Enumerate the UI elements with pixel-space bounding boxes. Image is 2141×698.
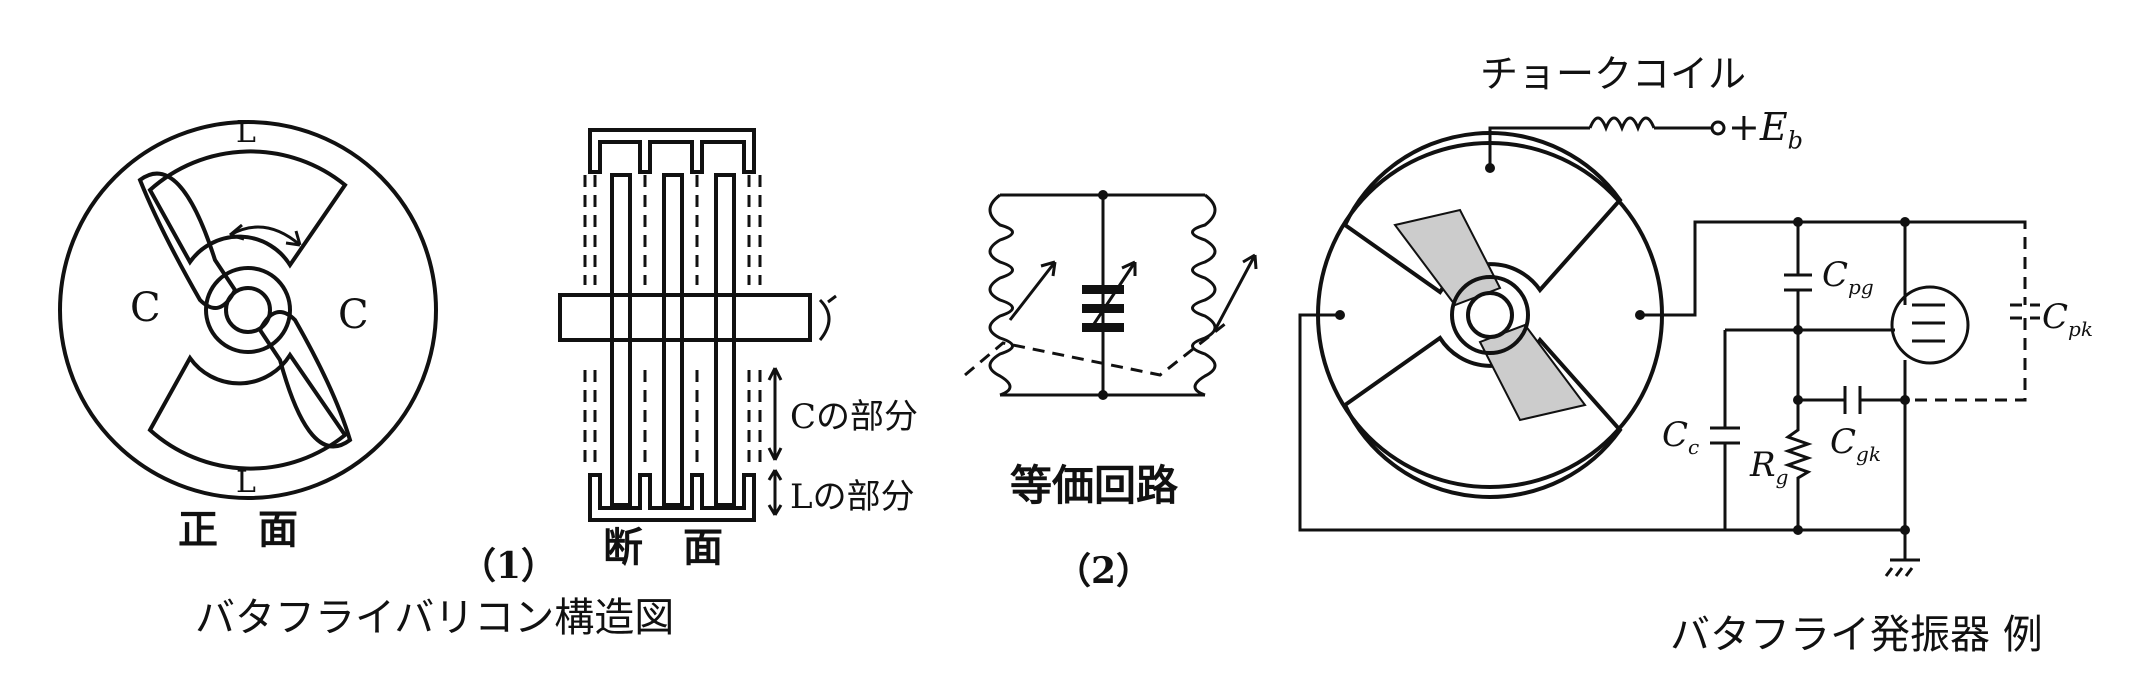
fig2-caption: 等価回路	[1010, 461, 1179, 510]
c-part-label: Cの部分	[790, 397, 919, 437]
front-label-bottom-l: L	[236, 465, 256, 500]
front-label-top-l: L	[236, 115, 256, 150]
choke-coil-label: チョークコイル	[1480, 52, 1747, 96]
rg-label: Rg	[1750, 445, 1789, 489]
oscillator-disk	[1316, 141, 1664, 489]
cgk-label: Cgk	[1830, 422, 1881, 466]
rotation-arrow	[229, 225, 301, 247]
l-part-label: Lの部分	[790, 477, 915, 517]
stator-bottom	[147, 351, 348, 471]
butterfly-cross-section	[558, 128, 837, 522]
front-view-caption: 正 面	[178, 506, 298, 553]
eb-label: +Eb	[1728, 105, 1803, 155]
cpg-label: Cpg	[1822, 255, 1874, 299]
fig3-title: バタフライ発振器 例	[1670, 612, 2043, 658]
stator-top	[147, 149, 348, 269]
rotor-wing-lower	[257, 310, 353, 449]
cpk-label: Cpk	[2042, 297, 2093, 341]
fig1-number: （1）	[460, 545, 558, 587]
outer-ring	[58, 120, 438, 500]
section-view-caption: 断 面	[603, 524, 723, 571]
fig2-number: （2）	[1055, 550, 1153, 592]
front-label-left-c: C	[130, 285, 161, 331]
oscillator-circuit	[1298, 116, 2040, 577]
vacuum-tube-symbol	[1890, 285, 1970, 365]
front-label-right-c: C	[338, 292, 369, 338]
rotor-hub-outer	[204, 266, 292, 354]
rotor-hub-inner	[224, 286, 272, 334]
butterfly-front-view	[58, 120, 438, 500]
choke-coil-symbol	[1588, 116, 1656, 133]
fig1-title: バタフライバリコン構造図	[195, 595, 675, 641]
equivalent-circuit	[964, 190, 1258, 400]
rotor-wing-upper	[137, 171, 238, 310]
cc-label: Cc	[1662, 415, 1700, 459]
